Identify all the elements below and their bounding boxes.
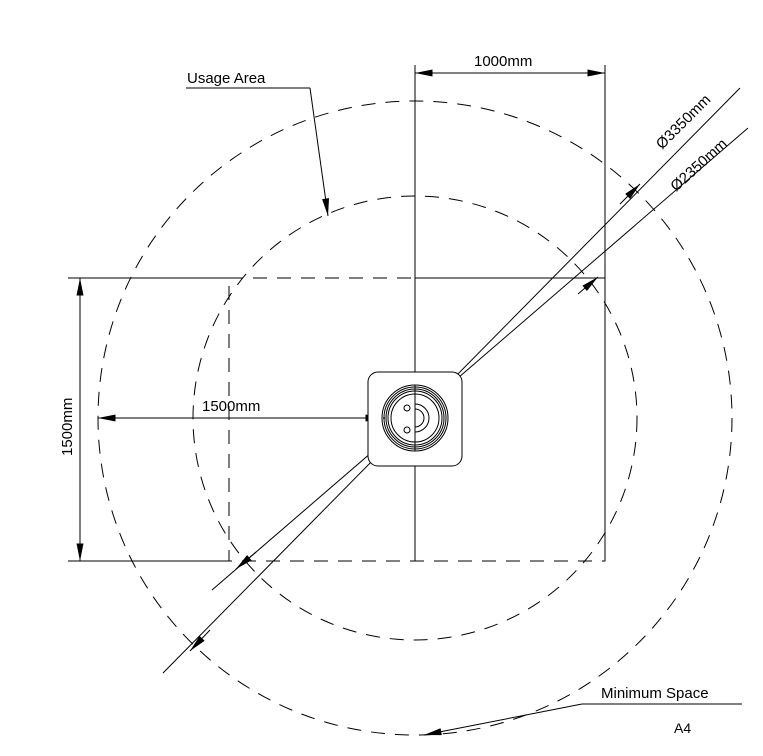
outer-diameter-arrow-2 [189,629,211,652]
inner-diameter-line [211,127,749,591]
inner-diameter-arrow [577,276,599,295]
outer-diameter-arrow [619,183,641,205]
usage-area-label: Usage Area [187,70,266,87]
base-unit [367,371,463,467]
minimum-space-leader [423,703,583,736]
width-dimension-label: 1000mm [474,53,532,70]
height-dimension-label: 1500mm [59,398,76,456]
inner-diameter-arrow-2 [235,551,257,570]
inner-diameter-label: Ø2350mm [667,135,730,194]
usage-area-leader [309,87,330,217]
radius-dimension-label: 1500mm [202,398,260,415]
sheet-size-label: A4 [674,720,691,736]
minimum-space-label: Minimum Space [601,685,709,702]
outer-diameter-label: Ø3350mm [653,91,715,153]
